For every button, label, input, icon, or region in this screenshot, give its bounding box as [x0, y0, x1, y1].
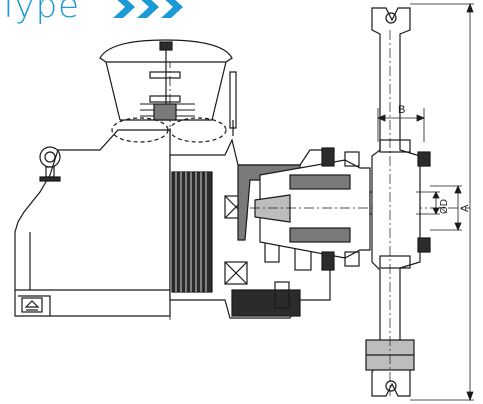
dimension-a-label: A: [459, 204, 471, 212]
dimension-d-label: ØD: [439, 199, 450, 214]
wheel-assembly: [365, 7, 431, 397]
dimension-lines: [376, 2, 474, 402]
chevron-arrows-icon: [113, 0, 183, 18]
type-heading: Type: [0, 0, 81, 26]
gearbox-housing: [14, 40, 171, 320]
dimension-b-label: B: [398, 104, 405, 116]
motor-cover: [99, 39, 237, 143]
